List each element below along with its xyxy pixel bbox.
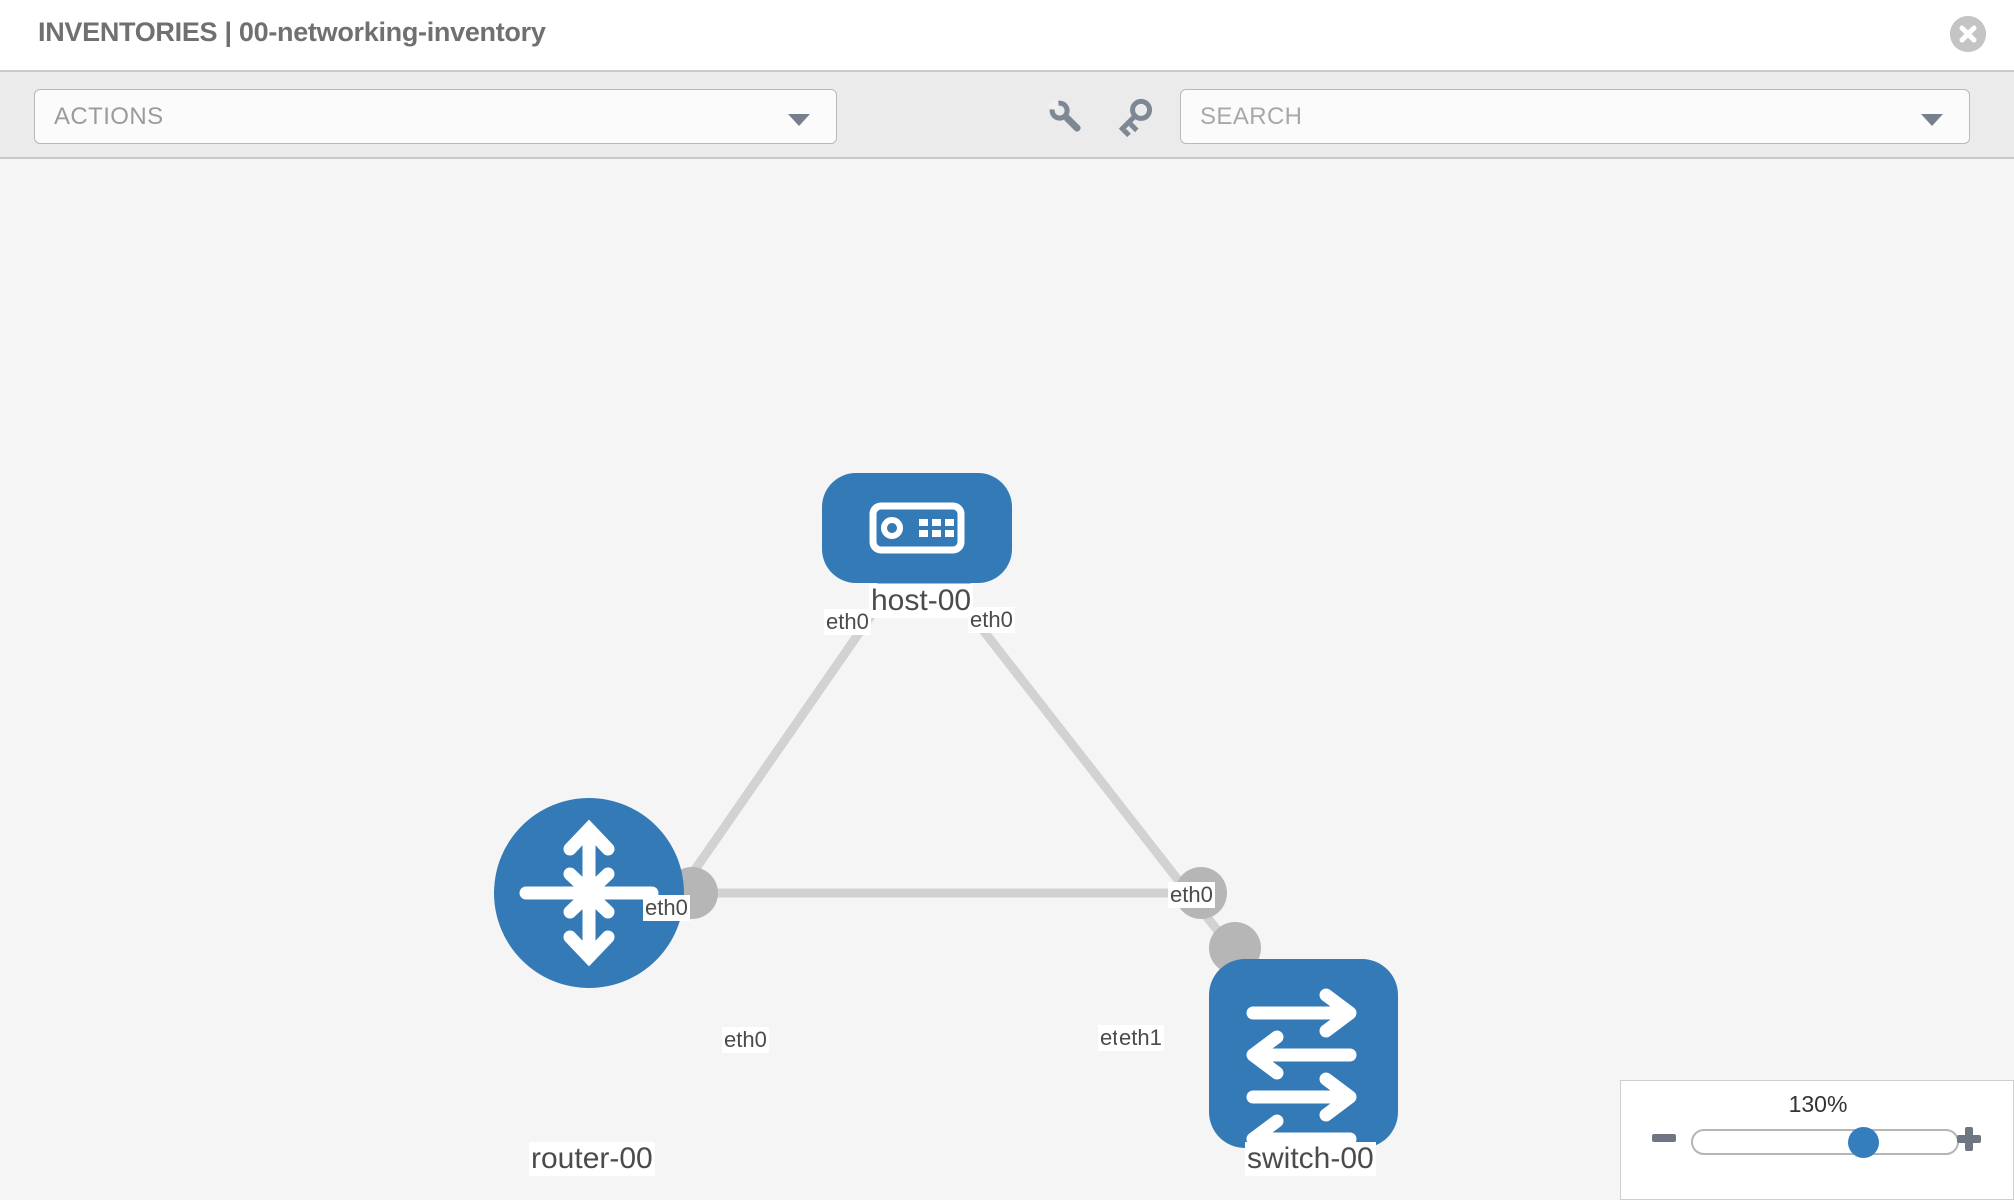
page-title: INVENTORIES | 00-networking-inventory [38,17,546,47]
key-icon[interactable] [1111,94,1157,140]
plus-icon[interactable] [1955,1125,1983,1158]
chevron-down-icon[interactable] [1921,114,1943,126]
close-icon[interactable] [1950,16,1986,52]
port-label: eth1 [1117,1025,1164,1051]
server-icon [869,502,965,554]
port-label: eth0 [824,609,871,635]
zoom-level-value: 130% [1788,1091,1848,1117]
topology-links [636,581,1236,952]
zoom-slider-track[interactable] [1691,1129,1959,1155]
port-label: eth0 [1168,882,1215,908]
port-label: eth0 [643,895,690,921]
zoom-control-panel: 130% [1620,1080,2014,1200]
search-input[interactable]: SEARCH [1180,89,1970,144]
port-label: eth0 [722,1027,769,1053]
toolbar: ACTIONS SEARCH [0,70,2014,159]
node-switch-00[interactable] [1209,959,1398,1164]
node-label-router-00: router-00 [529,1142,655,1176]
port-label: eth0 [968,607,1015,633]
node-router-00[interactable] [494,798,684,988]
router-arrows-icon [519,819,659,967]
zoom-slider-thumb[interactable] [1848,1127,1879,1158]
topology-graph [494,473,1398,1164]
wrench-icon[interactable] [1043,94,1089,140]
node-host-00[interactable] [822,473,1012,583]
actions-dropdown-label: ACTIONS [54,103,164,130]
actions-dropdown[interactable]: ACTIONS [34,89,837,144]
page-header: INVENTORIES | 00-networking-inventory [0,0,2014,70]
minus-icon[interactable] [1651,1125,1677,1156]
node-label-host-00: host-00 [869,584,974,618]
search-placeholder: SEARCH [1200,103,1303,130]
node-label-switch-00: switch-00 [1245,1142,1376,1176]
topology-canvas[interactable]: host-00 router-00 switch-00 eth0 eth0 et… [0,159,2014,1200]
chevron-down-icon [788,114,810,126]
